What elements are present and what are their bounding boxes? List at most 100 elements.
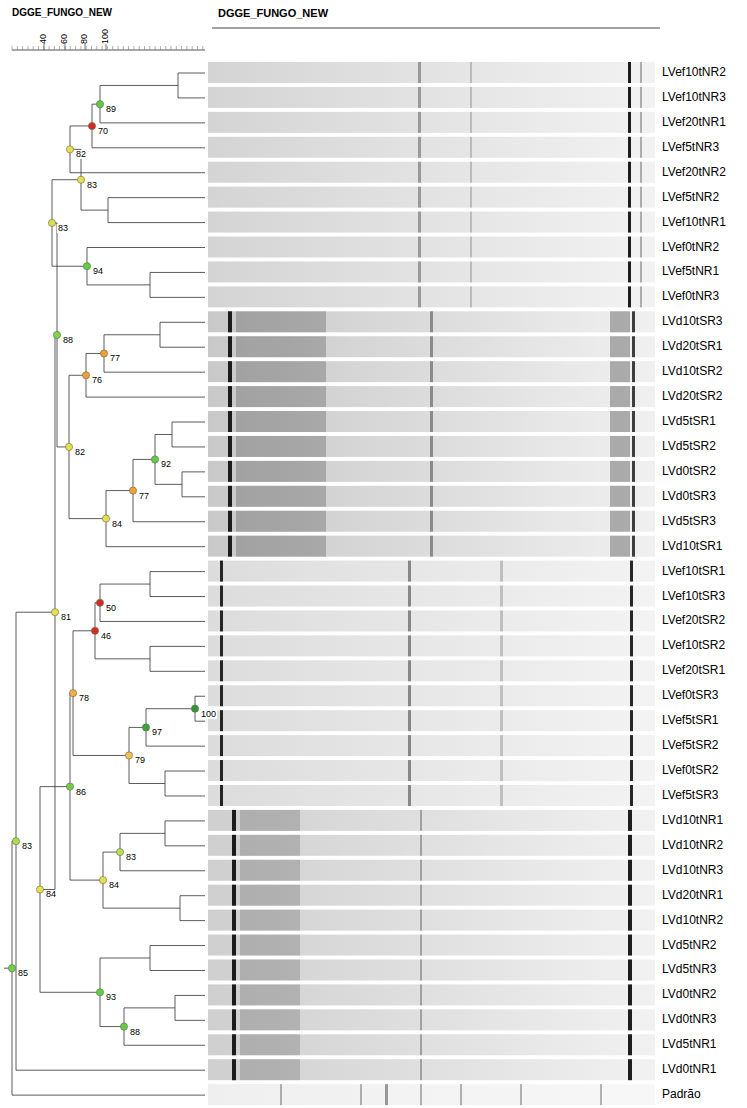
gel-lane: [208, 311, 655, 332]
gel-lane: [208, 536, 655, 557]
lane-name: LVd0tSR2: [662, 465, 716, 477]
dendrogram-branches: [4, 73, 205, 1095]
lane-name: LVef5tNR1: [662, 265, 719, 277]
gel-lane: [208, 461, 655, 482]
lane-name: LVd10tNR2: [662, 914, 723, 926]
node-value: 89: [105, 105, 117, 114]
node-value: 83: [57, 224, 69, 233]
node-dot: [96, 989, 103, 996]
gel-lane: [208, 1084, 655, 1105]
lane-name: LVef20tNR1: [662, 116, 726, 128]
lane-name: LVef10tNR2: [662, 66, 726, 78]
lane-name: LVd20tSR1: [662, 340, 723, 352]
lane-name: LVd5tSR1: [662, 415, 716, 427]
gel-title: DGGE_FUNGO_NEW: [218, 8, 328, 19]
gel-lane: [208, 386, 655, 407]
gel-lane: [208, 835, 655, 856]
node-value: 78: [78, 694, 90, 703]
lane-name: LVd0tNR1: [662, 1063, 716, 1075]
node-dot: [142, 724, 149, 731]
gel-lane: [208, 710, 655, 731]
node-value: 100: [200, 710, 217, 719]
lane-name: LVef10tNR3: [662, 91, 726, 103]
lane-name: LVef10tSR1: [662, 565, 725, 577]
lane-name: LVd5tNR2: [662, 939, 716, 951]
node-dot: [102, 515, 109, 522]
lane-name: LVef0tNR3: [662, 290, 719, 302]
node-dot: [66, 146, 73, 153]
node-value: 84: [108, 881, 120, 890]
lane-name: LVef0tSR3: [662, 689, 718, 701]
node-value: 85: [17, 969, 29, 978]
node-value: 76: [91, 376, 103, 385]
node-value: 77: [138, 492, 150, 501]
gel-lane: [208, 162, 655, 183]
node-value: 46: [100, 632, 112, 641]
lane-name: LVef10tSR2: [662, 639, 725, 651]
lane-name: LVd10tNR3: [662, 864, 723, 876]
node-value: 82: [74, 448, 86, 457]
node-dot: [96, 101, 103, 108]
node-dot: [100, 350, 107, 357]
axis-tick-label: 60: [60, 34, 69, 44]
gel-lane: [208, 212, 655, 233]
node-dot: [99, 877, 106, 884]
gel-lane: [208, 685, 655, 706]
node-dot: [82, 372, 89, 379]
node-value: 77: [109, 354, 121, 363]
lane-name: LVef5tSR1: [662, 714, 718, 726]
lane-name: LVd5tSR2: [662, 440, 716, 452]
gel-lane: [208, 137, 655, 158]
lane-name: LVef10tNR1: [662, 216, 726, 228]
node-dot: [125, 752, 132, 759]
node-dot: [53, 331, 60, 338]
lane-name: LVd20tNR1: [662, 889, 723, 901]
node-value: 94: [92, 267, 104, 276]
lane-name: LVef5tSR3: [662, 789, 718, 801]
lane-name: LVd5tNR3: [662, 963, 716, 975]
lane-name: LVd10tSR1: [662, 540, 723, 552]
axis-tick-label: 80: [80, 34, 89, 44]
axis-tick-label: 40: [39, 34, 48, 44]
lane-name: LVd20tSR2: [662, 390, 723, 402]
gel-lane: [208, 785, 655, 806]
lane-name: LVd10tSR3: [662, 315, 723, 327]
node-dot: [48, 219, 55, 226]
gel-lane: [208, 112, 655, 133]
lane-name: LVd10tNR1: [662, 814, 723, 826]
node-dot: [91, 627, 98, 634]
node-dot: [65, 443, 72, 450]
gel-lane: [208, 910, 655, 931]
node-value: 97: [151, 728, 163, 737]
lane-name: LVef5tNR2: [662, 191, 719, 203]
gel-lane: [208, 1009, 655, 1030]
lane-name: LVd0tNR3: [662, 1013, 716, 1025]
node-value: 82: [75, 150, 87, 159]
node-dot: [96, 599, 103, 606]
node-dot: [83, 263, 90, 270]
lane-name: LVef20tNR2: [662, 166, 726, 178]
node-dot: [66, 783, 73, 790]
lane-name: LVd10tNR2: [662, 839, 723, 851]
node-dot: [116, 848, 123, 855]
gel-lane: [208, 735, 655, 756]
gel-lane: [208, 660, 655, 681]
node-dot: [191, 705, 198, 712]
lane-name: LVd0tNR2: [662, 988, 716, 1000]
node-dot: [12, 838, 19, 845]
gel-lane: [208, 87, 655, 108]
gel-lane: [208, 62, 655, 83]
lane-name: LVef20tSR1: [662, 664, 725, 676]
node-value: 81: [60, 613, 72, 622]
gel-lane: [208, 436, 655, 457]
node-value: 92: [160, 460, 172, 469]
header-rule: [212, 28, 660, 29]
chart-title: DGGE_FUNGO_NEW: [12, 8, 112, 18]
node-dot: [120, 1023, 127, 1030]
lane-name: LVef5tNR3: [662, 141, 719, 153]
node-value: 88: [129, 1028, 141, 1037]
node-value: 83: [21, 842, 33, 851]
node-value: 84: [111, 520, 123, 529]
